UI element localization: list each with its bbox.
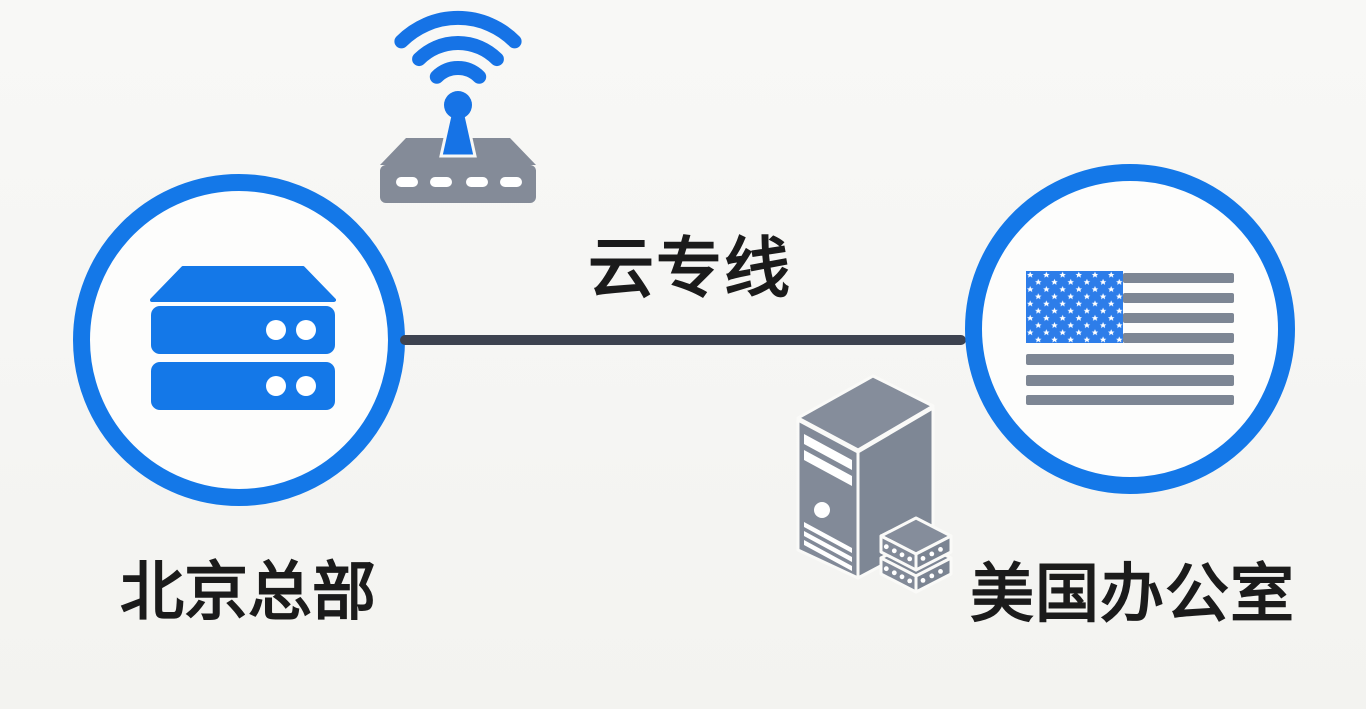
server-tower-icon [790,368,960,605]
node-beijing-hq [73,174,405,506]
connection-label: 云专线 [588,231,792,305]
label-us-office: 美国办公室 [970,558,1295,630]
wifi-router-icon [378,6,538,206]
label-beijing-hq: 北京总部 [120,556,376,628]
us-flag-icon [1026,270,1234,410]
node-us-office [965,164,1295,494]
connection-line [400,335,966,345]
server-stack-icon [150,265,336,415]
